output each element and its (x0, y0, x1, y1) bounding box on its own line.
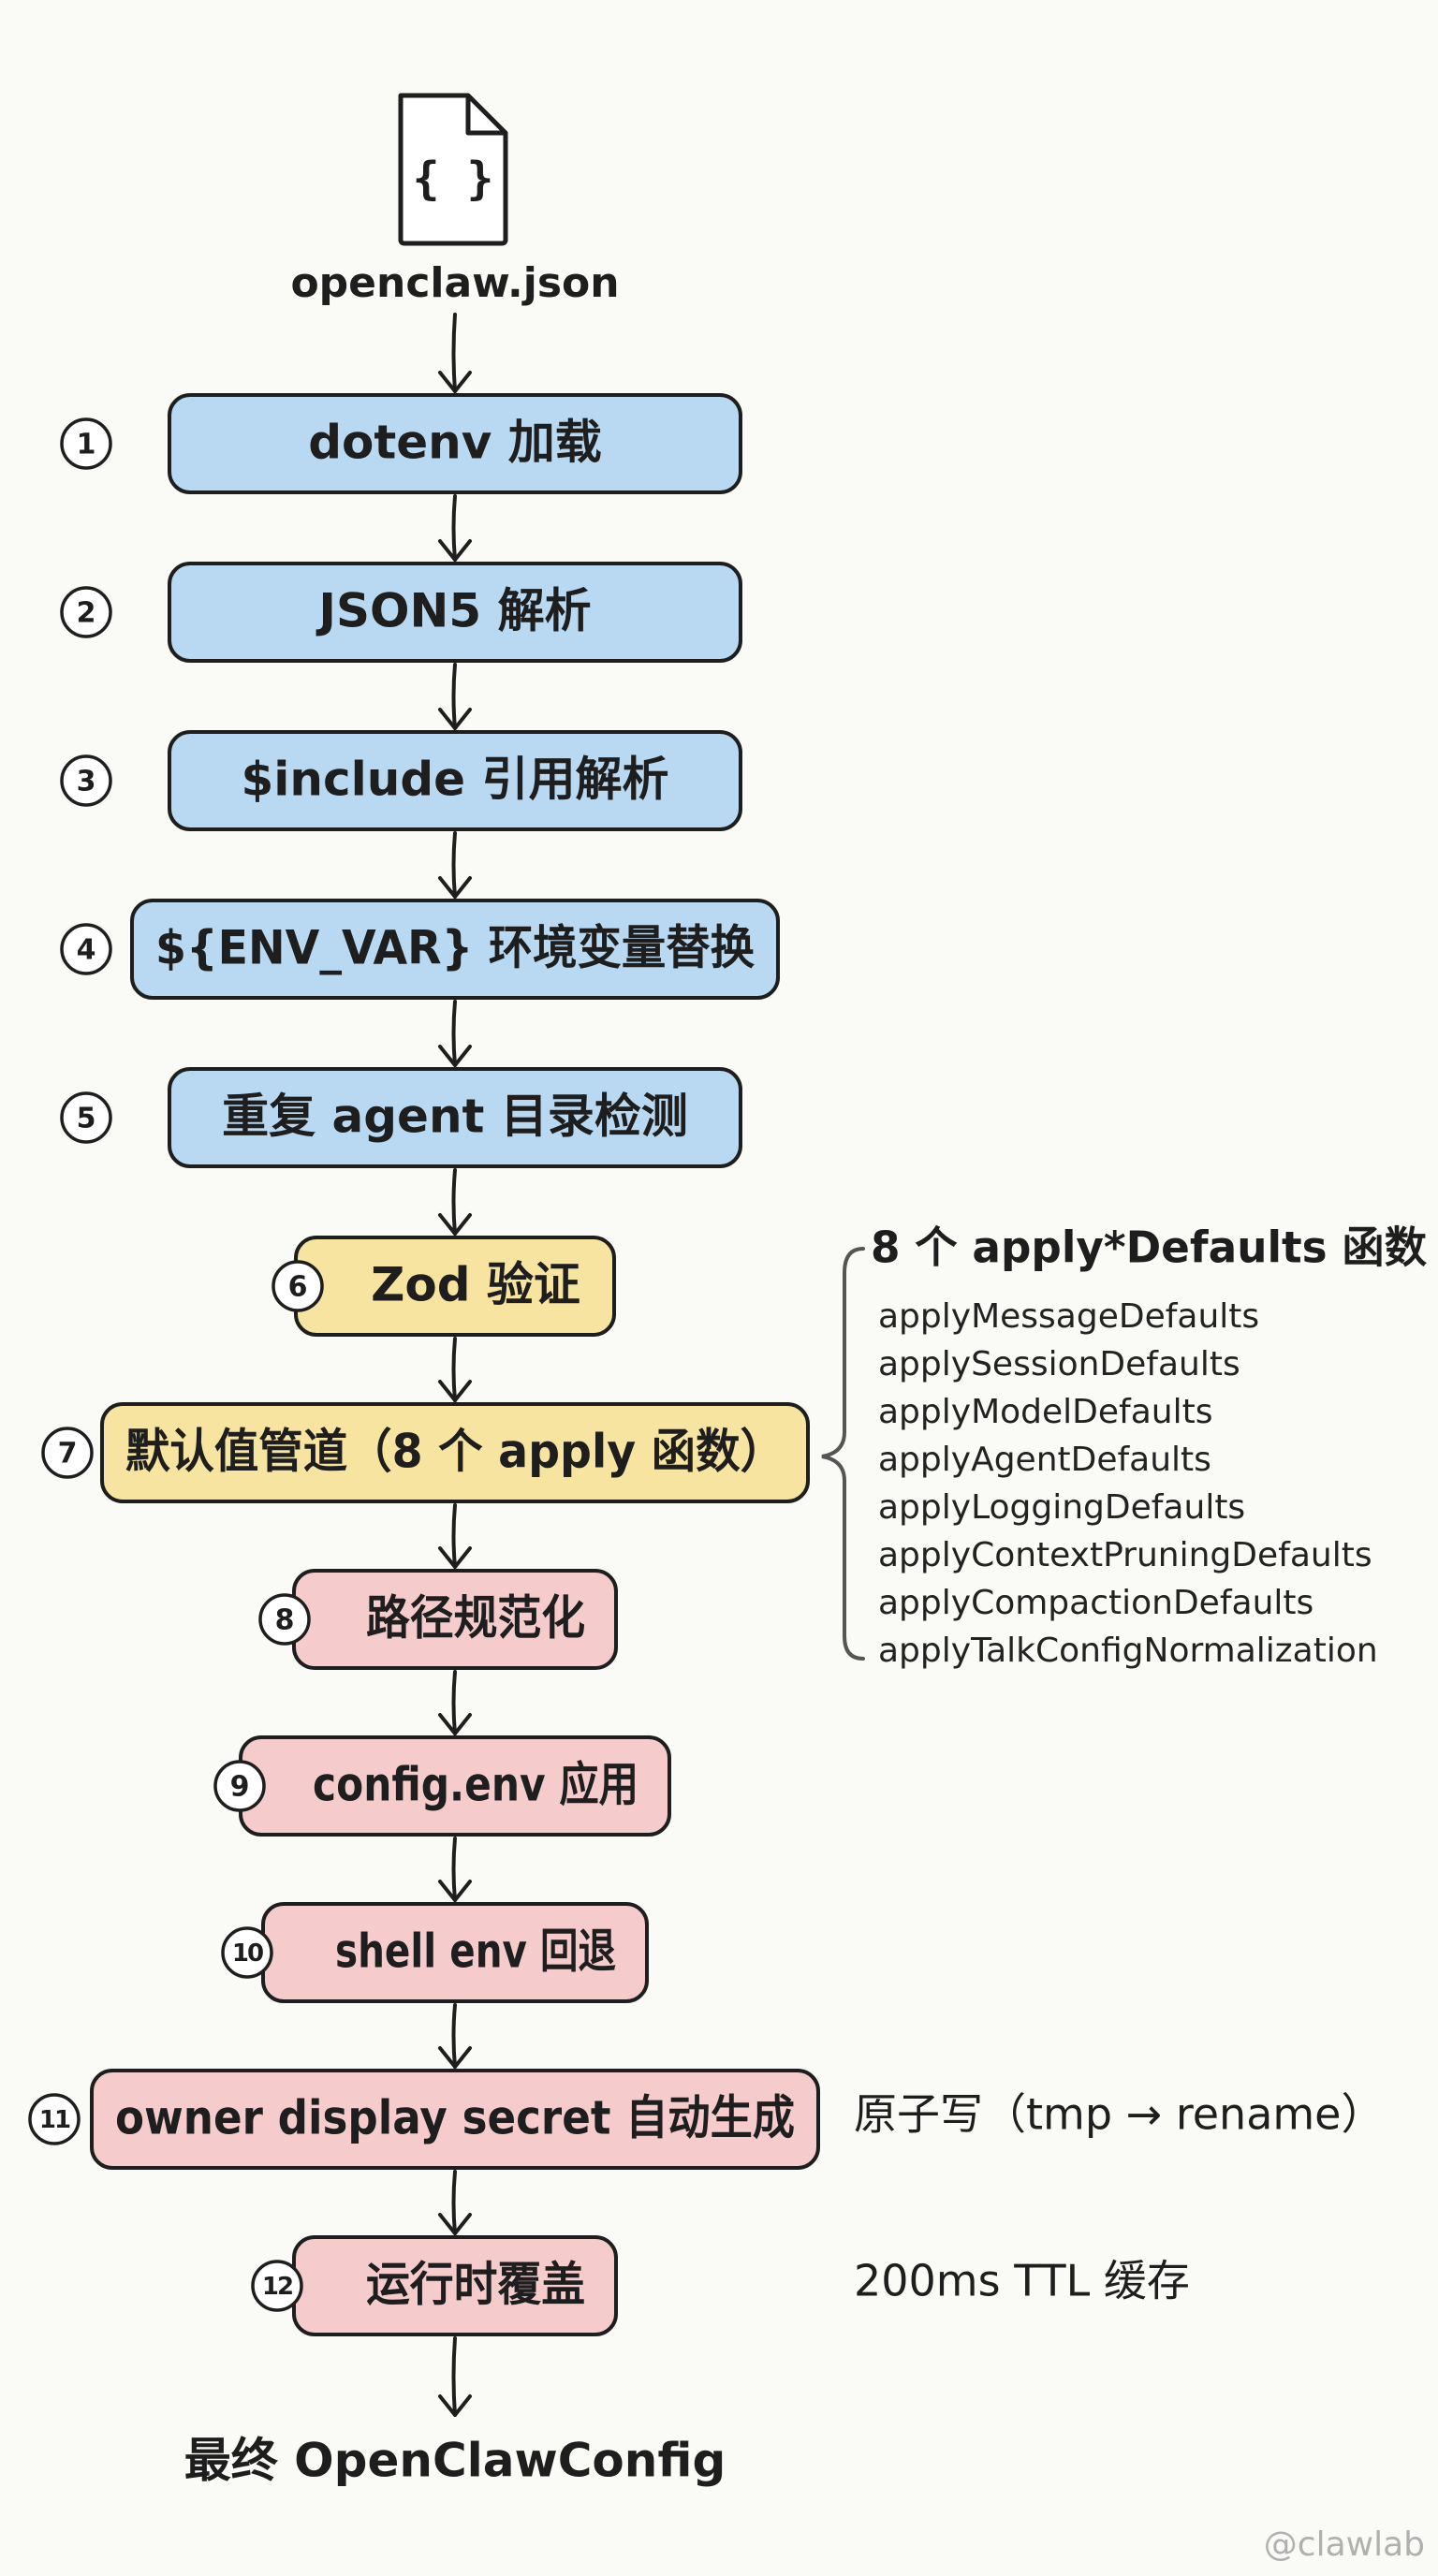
arrow-step-5-to-6 (438, 1168, 472, 1236)
step-4-number-badge: 4 (60, 923, 112, 975)
step-5-box (168, 1067, 742, 1168)
defaults-function-item: applyModelDefaults (878, 1393, 1212, 1431)
step-10: shell env 回退 10 (221, 1902, 649, 2003)
arrow-step-10-to-11 (438, 2003, 472, 2069)
step-11-number: 11 (39, 2106, 70, 2134)
step-6-label: Zod 验证 (371, 1258, 580, 1312)
step-11-number-badge: 11 (28, 2093, 81, 2145)
step-12: 运行时覆盖 12 (251, 2235, 618, 2336)
step-11-label: owner display secret 自动生成 (115, 2091, 795, 2145)
step-2-number-badge: 2 (60, 586, 112, 638)
step-2: JSON5 解析 2 (60, 562, 742, 663)
step-2-box (168, 562, 742, 663)
step-9-number-badge: 9 (213, 1760, 266, 1812)
defaults-function-item: applyCompactionDefaults (878, 1584, 1313, 1622)
source-filename: openclaw.json (290, 259, 619, 307)
step-8-label: 路径规范化 (366, 1591, 585, 1646)
arrow-step-8-to-9 (438, 1670, 472, 1735)
step-4-label: ${ENV_VAR} 环境变量替换 (155, 921, 755, 975)
final-result: 最终 OpenClawConfig (184, 2434, 726, 2488)
defaults-function-list: applyMessageDefaults applySessionDefaults… (878, 1297, 1378, 1670)
step-3-number: 3 (77, 766, 96, 798)
step-9-label: config.env 应用 (313, 1758, 638, 1812)
step-3: $include 引用解析 3 (60, 730, 742, 831)
step-1-box (168, 393, 742, 494)
step-10-number: 10 (232, 1939, 263, 1968)
json-file-icon-glyph: { } (413, 153, 494, 205)
step-8-number: 8 (275, 1604, 295, 1637)
step-1-label: dotenv 加载 (308, 416, 602, 470)
defaults-function-item: applyAgentDefaults (878, 1441, 1211, 1479)
arrow-source-to-step-1 (438, 313, 472, 393)
step-5-number: 5 (77, 1103, 96, 1135)
arrow-step-2-to-3 (438, 663, 472, 730)
step-7-number-badge: 7 (41, 1427, 94, 1479)
step-4-box (130, 899, 780, 1000)
step-7-label: 默认值管道（8 个 apply 函数） (125, 1425, 785, 1479)
step-12-label: 运行时覆盖 (366, 2258, 585, 2312)
json-file-icon: { } (398, 93, 508, 246)
step-9: config.env 应用 9 (213, 1735, 671, 1837)
step-4-number: 4 (77, 934, 96, 967)
step-2-label: JSON5 解析 (315, 584, 591, 638)
step-3-number-badge: 3 (60, 754, 112, 807)
defaults-function-item: applyTalkConfigNormalization (878, 1632, 1378, 1670)
step-10-number-badge: 10 (221, 1926, 273, 1979)
step-12-number: 12 (262, 2273, 292, 2301)
arrow-step-11-to-12 (438, 2170, 472, 2235)
step-1: dotenv 加载 1 (60, 393, 742, 494)
step-7-number: 7 (58, 1438, 78, 1471)
defaults-group-title: 8 个 apply*Defaults 函数 (871, 1222, 1427, 1273)
step11-note: 原子写（tmp → rename） (854, 2089, 1385, 2140)
step-6: Zod 验证 6 (271, 1236, 616, 1337)
defaults-function-item: applyContextPruningDefaults (878, 1536, 1372, 1574)
arrow-step-4-to-5 (438, 1000, 472, 1067)
arrow-step-7-to-8 (438, 1503, 472, 1569)
step-8-number-badge: 8 (258, 1593, 311, 1646)
flow-arrows (438, 313, 472, 2417)
defaults-brace (821, 1247, 865, 1661)
arrow-step-3-to-4 (438, 831, 472, 899)
defaults-function-item: applyLoggingDefaults (878, 1488, 1245, 1527)
step-5-label: 重复 agent 目录检测 (222, 1090, 688, 1144)
step-1-number: 1 (77, 429, 96, 461)
step-12-number-badge: 12 (251, 2260, 303, 2312)
step-11: owner display secret 自动生成 11 (28, 2069, 820, 2170)
step-8: 路径规范化 8 (258, 1569, 618, 1670)
arrow-step-1-to-2 (438, 494, 472, 562)
step-5: 重复 agent 目录检测 5 (60, 1067, 742, 1168)
step-2-number: 2 (77, 597, 96, 630)
step-9-number: 9 (230, 1771, 250, 1804)
step-5-number-badge: 5 (60, 1091, 112, 1144)
step-3-box (168, 730, 742, 831)
step-1-number-badge: 1 (60, 417, 112, 470)
step12-note: 200ms TTL 缓存 (854, 2256, 1190, 2306)
watermark: @clawlab (1264, 2525, 1425, 2564)
step-11-box (90, 2069, 820, 2170)
step-4: ${ENV_VAR} 环境变量替换 4 (60, 899, 780, 1000)
step-6-number: 6 (288, 1271, 308, 1304)
defaults-function-item: applyMessageDefaults (878, 1297, 1259, 1336)
step-7: 默认值管道（8 个 apply 函数） 7 (41, 1402, 810, 1503)
arrow-step-6-to-7 (438, 1337, 472, 1402)
arrow-step-12-to-result (438, 2336, 472, 2417)
defaults-group: 8 个 apply*Defaults 函数 applyMessageDefaul… (821, 1222, 1427, 1670)
defaults-function-item: applySessionDefaults (878, 1345, 1240, 1383)
step-6-number-badge: 6 (271, 1260, 324, 1312)
step-3-label: $include 引用解析 (241, 753, 668, 807)
arrow-step-9-to-10 (438, 1837, 472, 1902)
step-10-label: shell env 回退 (335, 1925, 616, 1979)
step-7-box (100, 1402, 810, 1503)
